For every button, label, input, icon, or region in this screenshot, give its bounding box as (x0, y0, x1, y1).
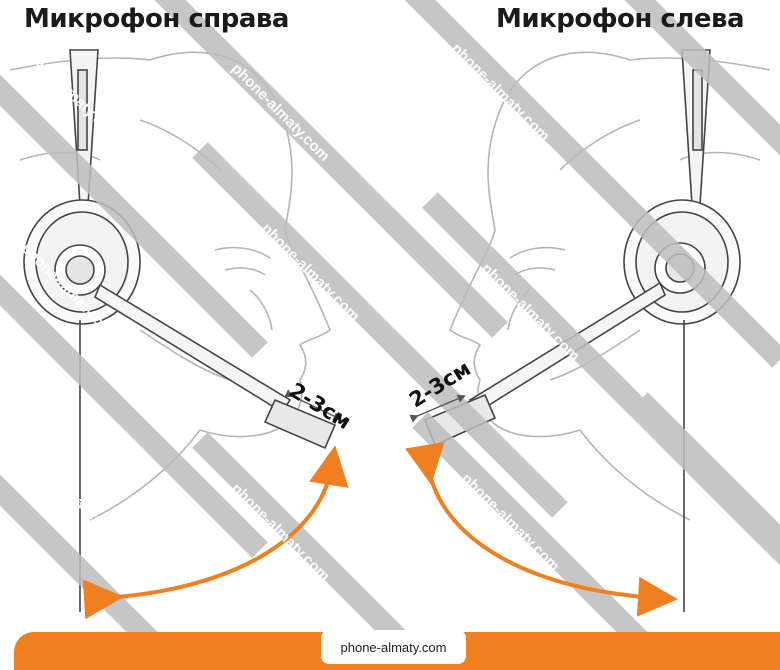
rotation-arrow-left (82, 445, 349, 620)
headset-right (423, 49, 741, 612)
rotation-arrow-right (405, 442, 678, 617)
footer-site-badge: phone-almaty.com (321, 630, 466, 664)
footer-site-text: phone-almaty.com (340, 639, 447, 655)
distance-arrow-left (409, 394, 466, 423)
title-mic-left: Микрофон слева (496, 4, 744, 34)
distance-arrow-right (284, 389, 342, 420)
title-mic-right: Микрофон справа (24, 4, 289, 34)
